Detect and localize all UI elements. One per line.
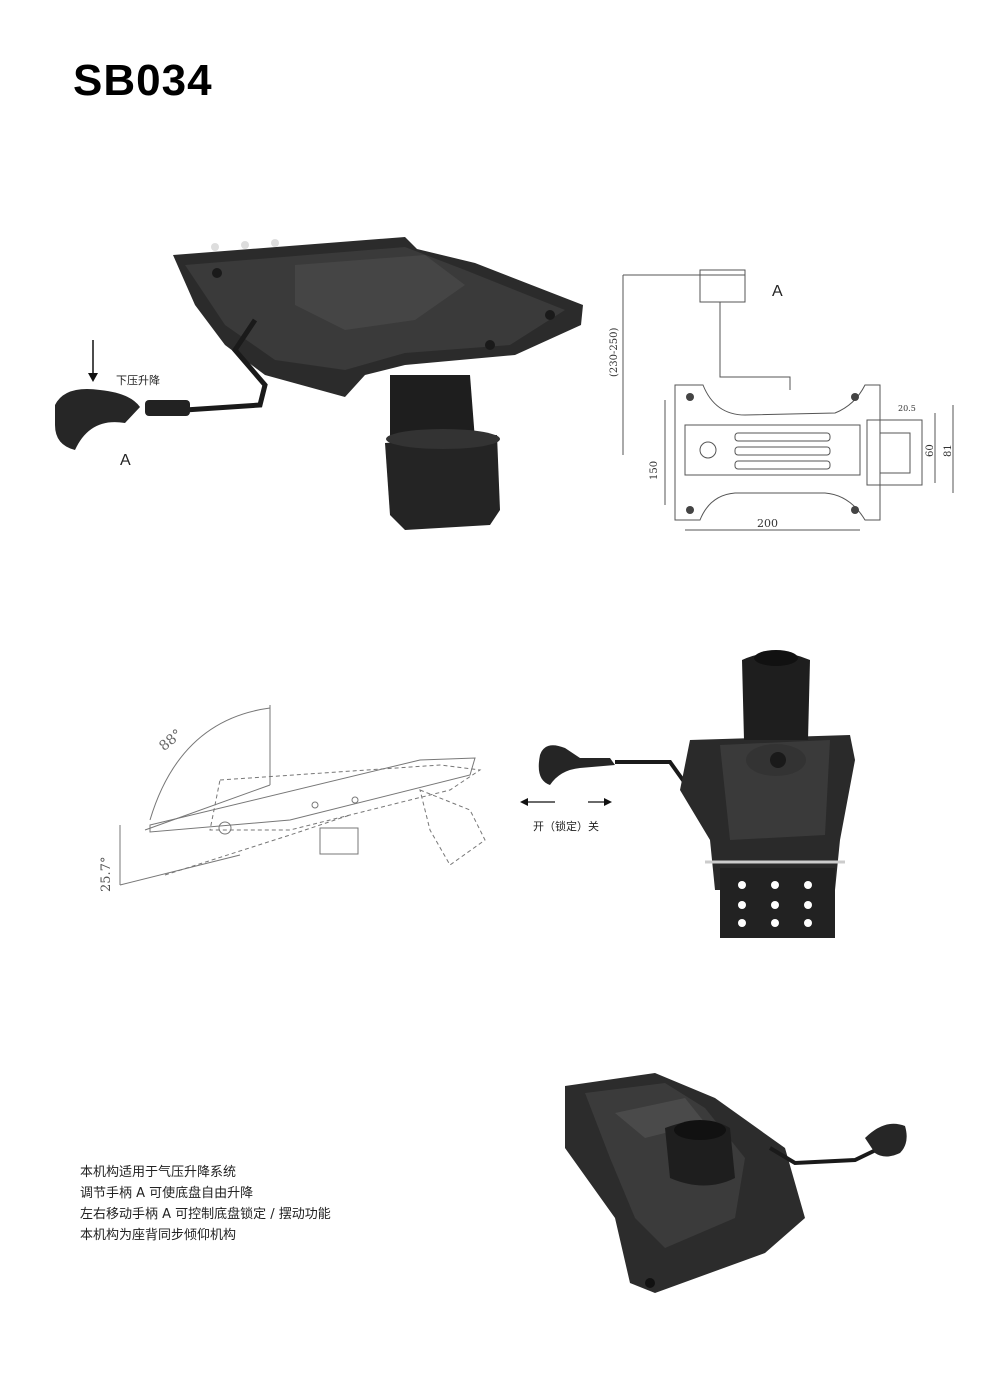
lock-label: 开（锁定）关	[533, 820, 599, 833]
description-line: 左右移动手柄 A 可控制底盘锁定 / 摆动功能	[80, 1207, 331, 1222]
diagram-a-label: A	[772, 283, 783, 300]
dim-20-5: 20.5	[898, 404, 916, 413]
description-line: 调节手柄 A 可使底盘自由升降	[80, 1186, 254, 1201]
mechanism-photo-middle	[520, 650, 855, 938]
handle-a-label: A	[120, 452, 131, 469]
mechanism-photo-bottom	[565, 1073, 907, 1293]
dim-150: 150	[649, 461, 660, 480]
top-view-drawing: (230-250) 150 200 20.5 60 81	[609, 269, 954, 531]
height-range-dim: (230-250)	[609, 328, 620, 377]
tilt-angle-drawing: 88° 25.7°	[99, 705, 486, 892]
description-line: 本机构适用于气压升降系统	[80, 1165, 237, 1180]
description-block: 本机构适用于气压升降系统 调节手柄 A 可使底盘自由升降 左右移动手柄 A 可控…	[80, 1162, 331, 1246]
dim-60: 60	[925, 444, 936, 457]
dim-200: 200	[757, 517, 778, 530]
press-lift-label: 下压升降	[116, 374, 160, 387]
angle-25-7-label: 25.7°	[99, 857, 114, 892]
dim-81: 81	[943, 444, 954, 457]
mechanism-photo-top	[55, 237, 583, 530]
description-line: 本机构为座背同步倾仰机构	[80, 1228, 237, 1243]
page-title: SB034	[73, 56, 213, 105]
angle-88-label: 88°	[156, 726, 185, 754]
